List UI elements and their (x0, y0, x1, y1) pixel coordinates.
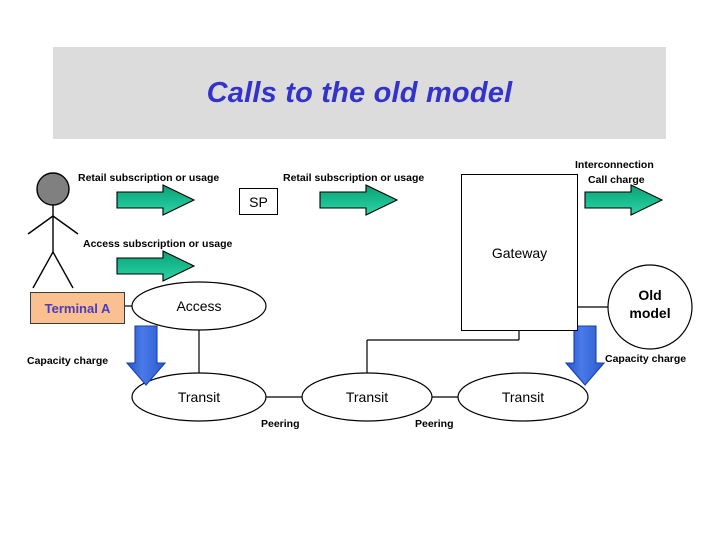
node-gateway-box[interactable] (461, 174, 578, 331)
retail-usage-arrow-1 (116, 184, 196, 216)
green-arrows (116, 184, 664, 282)
node-transit-left-label: Transit (177, 389, 221, 405)
label-capacity-charge-right: Capacity charge (605, 353, 687, 365)
label-peering-left: Peering (261, 418, 300, 430)
node-sp-box[interactable] (239, 188, 278, 215)
page-title: Calls to the old model (206, 76, 513, 109)
label-capacity-charge-left: Capacity charge (27, 355, 109, 367)
node-terminal-a-label: Terminal A (44, 300, 111, 316)
actor-stick-figure (27, 172, 79, 289)
node-access-label: Access (176, 298, 222, 314)
node-terminal-a-box[interactable] (30, 292, 125, 324)
capacity-charge-arrow-right (564, 325, 606, 386)
label-access-subscription: Access subscription or usage (83, 238, 233, 250)
label-retail-subscription-1: Retail subscription or usage (78, 172, 220, 184)
node-transit-mid-label: Transit (345, 389, 389, 405)
node-old-model-label-line2: model (629, 304, 671, 321)
node-old-model-label-line1: Old (638, 286, 662, 303)
blue-arrows (125, 325, 606, 386)
node-sp-label: SP (249, 193, 268, 210)
label-call-charge: Call charge (588, 174, 645, 186)
retail-usage-arrow-2 (319, 184, 399, 216)
node-transit-right-label: Transit (501, 389, 545, 405)
interconnection-call-charge-arrow (584, 184, 664, 216)
access-usage-arrow (116, 250, 196, 282)
title-banner (53, 47, 666, 139)
label-peering-right: Peering (415, 418, 454, 430)
label-interconnection: Interconnection (575, 159, 654, 171)
node-gateway-label: Gateway (491, 244, 548, 261)
capacity-charge-arrow-left (125, 325, 167, 386)
label-retail-subscription-2: Retail subscription or usage (283, 172, 425, 184)
